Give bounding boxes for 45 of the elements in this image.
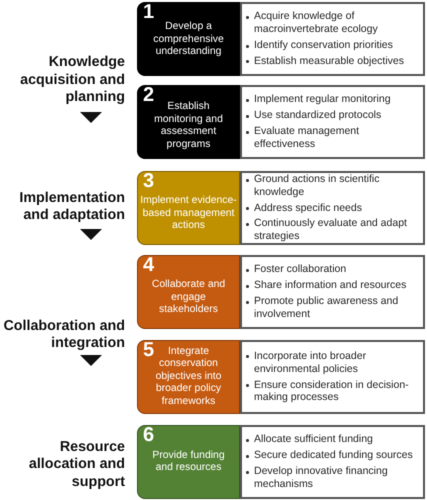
bullet-list-box [240,425,425,499]
step-title: Collaborate and engage stakeholders [150,279,226,317]
bullet-text: Allocate sufficient funding [254,433,373,446]
bullet-text: Share information and resources [254,279,406,292]
bullet-text: Ground actions in scientific knowledge [254,173,380,199]
stage-heading: Knowledge acquisition and planning [0,54,125,106]
step-number: 5 [143,342,154,358]
bullet-text: Establish measurable objectives [254,54,404,68]
step-number: 1 [143,4,154,20]
bullet-text: Incorporate into broader environmental policies [254,350,368,376]
stage-heading: Implementation and adaptation [0,190,125,224]
step-number: 4 [143,257,154,273]
step-box [137,255,240,329]
bullet-list-box [240,2,425,76]
step-number: 2 [143,87,154,103]
bullet-text: Foster collaboration [254,263,346,276]
bullet-text: Use standardized protocols [254,109,382,122]
bullet-list-box [240,340,425,414]
bullet-text: Acquire knowledge of macroinvertebrate ecology [254,10,379,36]
step-box [137,340,240,414]
bullet-text: Promote public awareness and involvement [254,295,400,321]
bullet-text: Evaluate management effectiveness [254,125,360,151]
step-number: 6 [143,427,154,443]
step-title: Develop a comprehensive understanding [152,21,225,59]
stage-heading: Resource allocation and support [0,438,125,491]
step-title: Implement evidence-based management actions [139,195,238,233]
stage-heading: Collaboration and integration [0,318,125,352]
step-number: 3 [143,173,154,189]
step-title: Establish monitoring and assessment programs [153,101,224,151]
step-box [137,85,240,159]
bullet-text: Address specific needs [254,202,362,214]
step-box [137,171,240,245]
bullet-list-box [240,171,425,245]
bullet-text: Ensure consideration in decision-making processes [254,378,410,404]
step-box [137,425,240,499]
bullet-list-box [240,255,425,329]
step-title: Provide funding and resources [151,450,226,474]
bullet-text: Develop innovative financing mechanisms [254,465,389,491]
bullet-list-box [240,85,425,159]
bullet-text: Continuously evaluate and adapt strategies [254,217,408,243]
bullet-text: Implement regular monitoring [254,93,391,106]
bullet-text: Identify conservation priorities [254,39,393,52]
bullet-text: Secure dedicated funding sources [254,449,413,462]
step-box [137,2,240,76]
step-title: Integrate conservation objectives into broader policy frameworks [154,346,222,408]
